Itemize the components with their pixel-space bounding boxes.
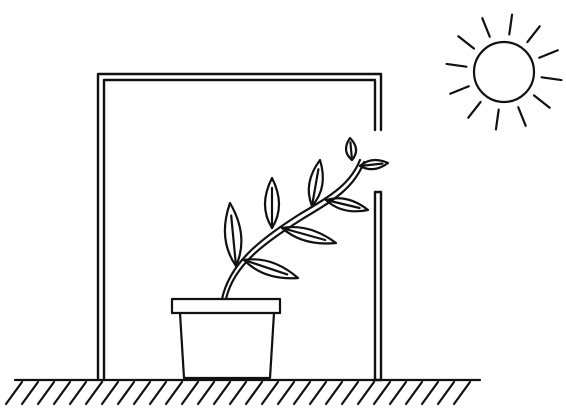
sun-ray [449,85,470,95]
leaf-outline [223,201,243,268]
ground-hatch-line [68,380,88,406]
leaf-midrib [310,168,320,208]
ground-hatch-line [212,380,232,406]
pot-body [178,311,276,380]
ground-hatch-line [356,380,376,406]
leaf-outline [344,136,358,162]
ground-hatch-line [372,380,392,406]
leaf [324,197,370,213]
leaf [280,226,338,245]
leaf-midrib [280,226,327,242]
ground-hatch-line [436,380,456,406]
box-right-wall-lower [373,190,383,382]
leaf-outline [358,158,390,171]
plant [220,136,390,301]
ground-hatch-line [260,380,280,406]
ground-hatch-line [228,380,248,406]
ground-hatch-line [340,380,360,406]
leaf [223,201,243,268]
sun-ray [467,100,482,119]
ground-hatch-line [100,380,120,406]
leaf [344,136,358,162]
leaf-midrib [242,258,289,276]
sun-ray [538,49,559,59]
sun-icon [445,13,563,131]
ground [4,378,482,406]
box-inner-wall [102,78,377,382]
flower-pot [170,297,282,380]
leaf [358,158,390,171]
sun-ray [532,94,551,109]
ground-hatch-line [132,380,152,406]
ground-hatch-line [36,380,56,406]
ground-hatch-line [20,380,40,406]
ground-hatch-line [180,380,200,406]
leaf-midrib [358,162,384,168]
ground-hatch-line [420,380,440,406]
ground-hatch-line [4,380,24,406]
leaf-outline [263,176,281,230]
leaf-outline [280,226,338,245]
plant-stem [220,158,362,301]
leaf-outline [324,197,370,213]
leaf-midrib [349,141,354,162]
leaf [307,158,324,208]
ground-hatch-line [148,380,168,406]
ground-hatch-line [116,380,136,406]
sun-disc [472,40,536,104]
ground-hatch-line [276,380,296,406]
pot-rim [170,297,282,315]
box-outer-wall [96,72,383,382]
ground-hatch-line [244,380,264,406]
ground-hatch-line [404,380,424,406]
ground-hatch-line [292,380,312,406]
sun-ray [508,13,514,36]
ground-hatch-line [388,380,408,406]
sun-ray [481,17,491,38]
plant-leaves [223,136,390,280]
ground-hatch-line [196,380,216,406]
leaf-outline [307,158,324,208]
sun-ray [526,25,541,44]
sun-ray [517,106,527,127]
ground-hatch-line [164,380,184,406]
ground-hatch-line [452,380,472,406]
sun-ray [540,76,563,82]
leaf-midrib [230,214,238,268]
ground-hatch-line [308,380,328,406]
leaf [263,176,281,230]
plant-stem-edge [224,160,366,301]
ground-hatch-line [52,380,72,406]
sun-rays [445,13,563,131]
leaf-midrib [324,198,361,210]
leaf-outline [242,258,300,280]
ground-hatch-line [84,380,104,406]
sun-ray [457,35,476,50]
ground-hatch-line [324,380,344,406]
sun-ray [494,108,500,131]
sun-ray [445,62,468,68]
ground-hatching [4,380,472,406]
leaf [242,258,300,280]
